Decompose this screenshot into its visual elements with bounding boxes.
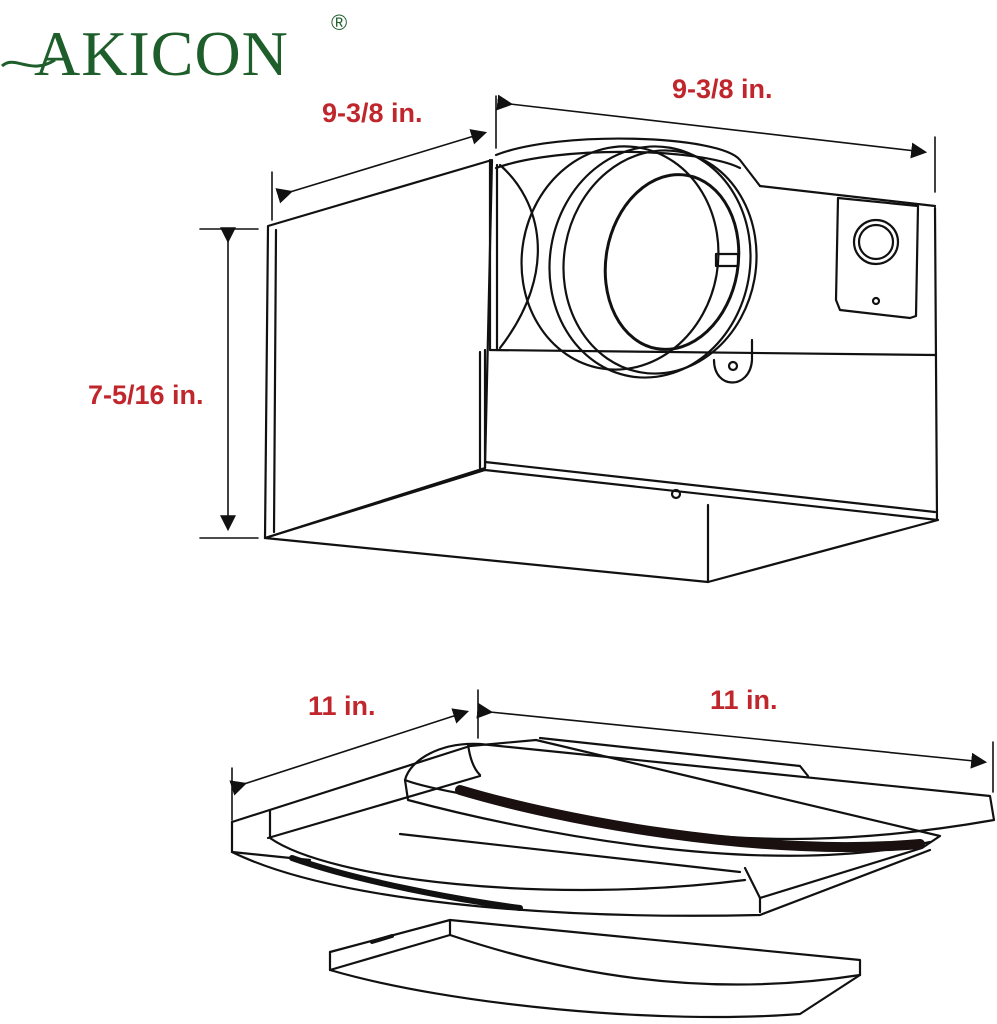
housing-height-label: 7-5/16 in. (88, 380, 204, 410)
brand-logo: AKICON ® (0, 8, 360, 88)
housing-drawing (263, 137, 940, 584)
grille-dimension-lines (229, 689, 994, 821)
grille-width-label: 11 in. (710, 685, 778, 715)
housing-width-label: 9-3/8 in. (672, 74, 773, 104)
grille-depth-label: 11 in. (308, 691, 376, 721)
registered-mark: ® (331, 10, 348, 35)
logo-swoosh-icon (0, 58, 56, 68)
grille-drawing (230, 736, 996, 1019)
housing-depth-label: 9-3/8 in. (322, 98, 423, 128)
housing-dimension-lines (199, 94, 936, 539)
brand-name: AKICON (34, 18, 289, 89)
